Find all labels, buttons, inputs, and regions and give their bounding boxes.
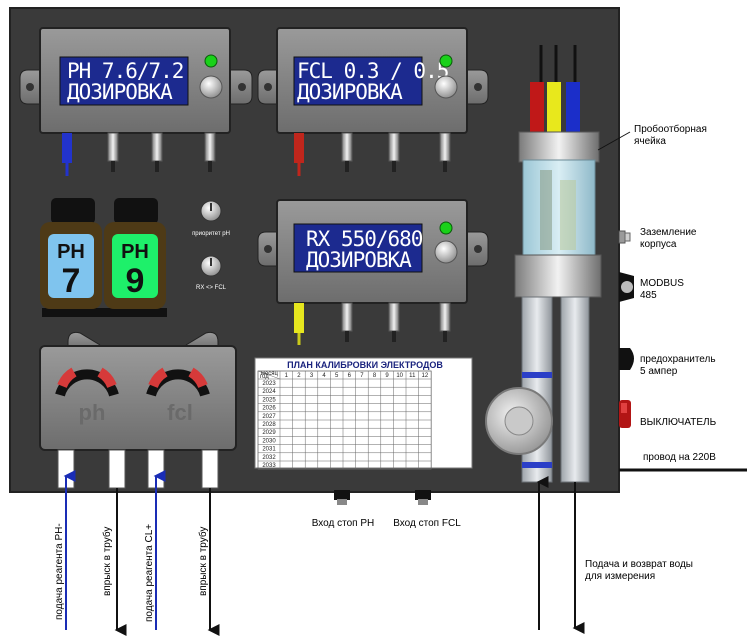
calibration-month: 1 [285, 373, 289, 379]
dial-ph[interactable] [199, 75, 223, 99]
status-led-rx [439, 221, 453, 235]
priority-knob[interactable] [200, 200, 222, 222]
dial-rx[interactable] [434, 240, 458, 264]
bottle-ph9-label [112, 234, 158, 298]
calibration-corner-month: месяц [261, 371, 279, 377]
probe-yellow [547, 82, 561, 134]
calibration-year: 2024 [262, 389, 276, 395]
label-power: провод на 220В [643, 452, 716, 463]
calibration-title: ПЛАН КАЛИБРОВКИ ЭЛЕКТРОДОВ [287, 360, 443, 370]
calibration-month: 11 [409, 373, 416, 379]
bottle-ph9-bottom: 9 [126, 262, 145, 300]
probe-blue [566, 82, 580, 134]
label-ground-2: корпуса [640, 239, 677, 250]
stop-ph-connector[interactable] [334, 490, 350, 505]
label-hose-2: впрыск в трубу [101, 527, 113, 596]
calibration-month: 3 [310, 373, 314, 379]
calibration-year: 2023 [262, 381, 276, 387]
dial-fcl[interactable] [434, 75, 458, 99]
pump-fcl-label: fcl [167, 400, 193, 425]
calibration-corner-year: год [260, 374, 269, 380]
label-stop-ph: Вход стоп PH [312, 518, 375, 529]
fuse-holder[interactable] [619, 348, 634, 370]
pump-fcl-rotor [146, 367, 210, 397]
calibration-year: 2025 [262, 397, 276, 403]
bottle-ph7-label [48, 234, 94, 298]
calibration-year: 2033 [262, 463, 276, 469]
probe-red [530, 82, 544, 134]
label-water-1: Подача и возврат воды [585, 559, 693, 570]
calibration-month: 9 [385, 373, 389, 379]
label-hose-4: впрыск в трубу [197, 527, 209, 596]
lcd-rx [293, 223, 423, 273]
calibration-year: 2028 [262, 422, 276, 428]
stop-fcl-connector[interactable] [415, 490, 431, 505]
label-fuse-2: 5 ампер [640, 366, 678, 377]
modbus-connector[interactable] [619, 272, 634, 302]
bottle-shelf [42, 308, 167, 317]
rx-fcl-switch-knob[interactable] [200, 255, 222, 277]
priority-knob-label: приоритет pH [192, 231, 230, 237]
lcd-fcl-line1: FCL 0.3 / 0.5 [297, 59, 448, 83]
label-stop-fcl: Вход стоп FCL [393, 518, 461, 529]
lcd-ph [59, 56, 189, 106]
bottle-ph9: PH 9 [104, 198, 166, 309]
pump-ph-label: ph [79, 400, 106, 425]
bottle-ph9-top: PH [121, 241, 149, 263]
lcd-ph-line1: PH 7.6/7.2 [67, 59, 183, 83]
label-water-2: для измерения [585, 571, 655, 582]
label-hose-3: подача реагента CL+ [144, 524, 155, 622]
calibration-month: 6 [348, 373, 352, 379]
calibration-year: 2029 [262, 430, 276, 436]
ground-bolt [618, 230, 631, 244]
calibration-month: 12 [422, 373, 429, 379]
lcd-fcl-line2: ДОЗИРОВКА [297, 80, 403, 104]
pump-ph-rotor [55, 367, 119, 397]
bottle-ph7: PH 7 [40, 198, 102, 309]
status-led-fcl [439, 54, 453, 68]
label-fuse-1: предохранитель [640, 354, 716, 365]
label-modbus-1: MODBUS [640, 278, 684, 289]
label-modbus-2: 485 [640, 290, 657, 301]
calibration-month: 4 [322, 373, 326, 379]
calibration-month: 5 [335, 373, 339, 379]
calibration-month: 2 [297, 373, 301, 379]
dosing-pumps: ph fcl [39, 331, 237, 489]
label-cell-1: Пробоотборная [634, 123, 707, 135]
calibration-year: 2030 [262, 438, 276, 444]
calibration-month: 7 [360, 373, 364, 379]
sampling-cell [514, 45, 602, 483]
label-cell-2: ячейка [634, 136, 666, 147]
label-hose-1: подача реагента PH- [54, 523, 65, 620]
power-switch[interactable] [619, 400, 631, 428]
calibration-year: 2032 [262, 455, 276, 461]
lcd-ph-line2: ДОЗИРОВКА [67, 80, 173, 104]
rx-fcl-switch-label: RX <> FCL [196, 285, 227, 291]
bottle-ph7-top: PH [57, 241, 85, 263]
bottle-ph7-bottom: 7 [62, 262, 81, 300]
calibration-year: 2031 [262, 447, 276, 453]
calibration-year: 2026 [262, 406, 276, 412]
calibration-month: 8 [373, 373, 377, 379]
calibration-month: 10 [396, 373, 403, 379]
label-ground-1: Заземление [640, 227, 697, 238]
controller-ph: PH 7.6/7.2 ДОЗИРОВКА [19, 27, 253, 176]
controller-rx: RX 550/680 ДОЗИРОВКА [257, 199, 489, 345]
status-led-ph [204, 54, 218, 68]
calibration-year: 2027 [262, 414, 276, 420]
lcd-rx-line1: RX 550/680 [306, 227, 423, 251]
lcd-rx-line2: ДОЗИРОВКА [306, 248, 412, 272]
controller-fcl: FCL 0.3 / 0.5 ДОЗИРОВКА [257, 27, 489, 176]
lcd-fcl [293, 56, 423, 106]
label-switch: ВЫКЛЮЧАТЕЛЬ [640, 417, 717, 428]
